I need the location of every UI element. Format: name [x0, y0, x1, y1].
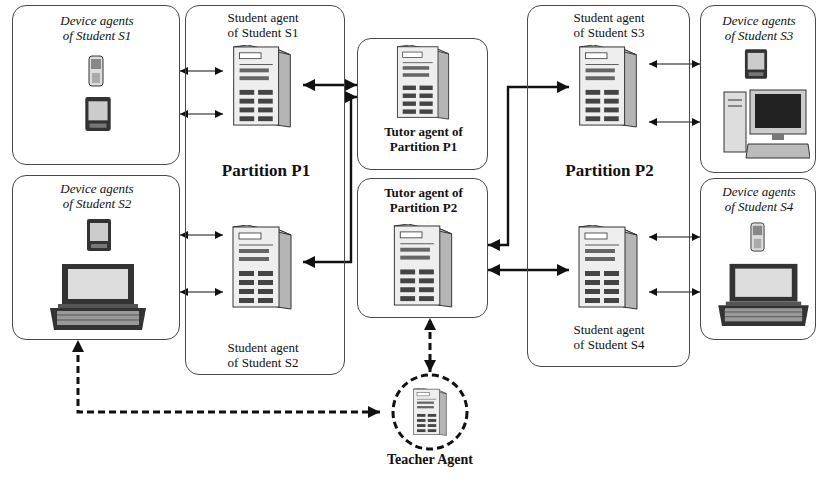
node-label: Device agents of Student S4: [717, 185, 801, 215]
student-agent: Student agent of Student S1: [223, 11, 303, 131]
student-agent: Student agent of Student S4: [569, 223, 649, 356]
student-agent: Student agent of Student S2: [223, 223, 303, 374]
node-label: Student agent of Student S3: [569, 11, 649, 41]
partition-box: Partition P2 Student agent of Student S3 S…: [527, 5, 690, 367]
pda-icon: [745, 49, 767, 79]
connector-arrow: [649, 121, 700, 122]
connector-arrow: [180, 113, 223, 114]
node-label: Student agent of Student S2: [223, 341, 303, 371]
student-agent: Student agent of Student S3: [569, 11, 649, 131]
partition-box: Partition P1 Student agent of Student S1 S…: [185, 5, 345, 375]
server-icon: [579, 225, 637, 309]
connector-arrow: [649, 236, 700, 237]
tutor-agent-box: Tutor agent of Partition P1: [357, 38, 488, 170]
dashed-connector: [429, 318, 432, 372]
tutor-agent-box: Tutor agent of Partition P2: [357, 178, 488, 318]
server-icon: [234, 45, 291, 127]
server-icon: [394, 224, 451, 307]
device-group-box: Device agents of Student S1: [12, 5, 180, 165]
desktop-icon: [724, 90, 810, 158]
phone-icon: [89, 56, 103, 86]
node-label: Tutor agent of Partition P2: [369, 186, 479, 216]
node-label: Teacher Agent: [380, 452, 480, 468]
connector-arrow: [649, 63, 700, 64]
server-icon: [580, 45, 637, 127]
connector-arrow: [180, 234, 223, 235]
connector-arrow: [488, 87, 569, 245]
node-label: Device agents of Student S2: [55, 182, 139, 212]
connector-arrow: [488, 269, 569, 271]
connector-arrow: [303, 84, 357, 86]
agent-ring-outline: [393, 375, 467, 449]
laptop-icon: [718, 264, 809, 326]
phone-icon: [751, 223, 764, 251]
device-group-box: Device agents of Student S3: [700, 5, 816, 173]
node-label: Device agents of Student S1: [55, 14, 139, 44]
node-label: Partition P2: [540, 161, 680, 181]
server-icon: [233, 225, 291, 309]
teacher-agent: Teacher Agent: [380, 372, 480, 477]
agent-ring: [380, 372, 480, 452]
device-group-box: Device agents of Student S4: [700, 178, 816, 340]
connector-arrow: [180, 291, 223, 292]
node-label: Student agent of Student S1: [223, 11, 303, 41]
laptop-icon: [50, 264, 146, 330]
connector-arrow: [649, 291, 700, 292]
device-group-box: Device agents of Student S2: [12, 175, 180, 340]
pda-icon: [85, 97, 110, 131]
node-label: Device agents of Student S3: [717, 14, 801, 44]
node-label: Partition P1: [196, 161, 336, 181]
server-icon: [397, 45, 448, 119]
dashed-connector: [78, 340, 380, 412]
pda-icon: [87, 219, 111, 251]
server-icon: [414, 388, 447, 435]
node-label: Tutor agent of Partition P1: [369, 125, 479, 155]
node-label: Student agent of Student S4: [569, 323, 649, 353]
connector-arrow: [303, 97, 357, 262]
connector-arrow: [180, 70, 223, 71]
